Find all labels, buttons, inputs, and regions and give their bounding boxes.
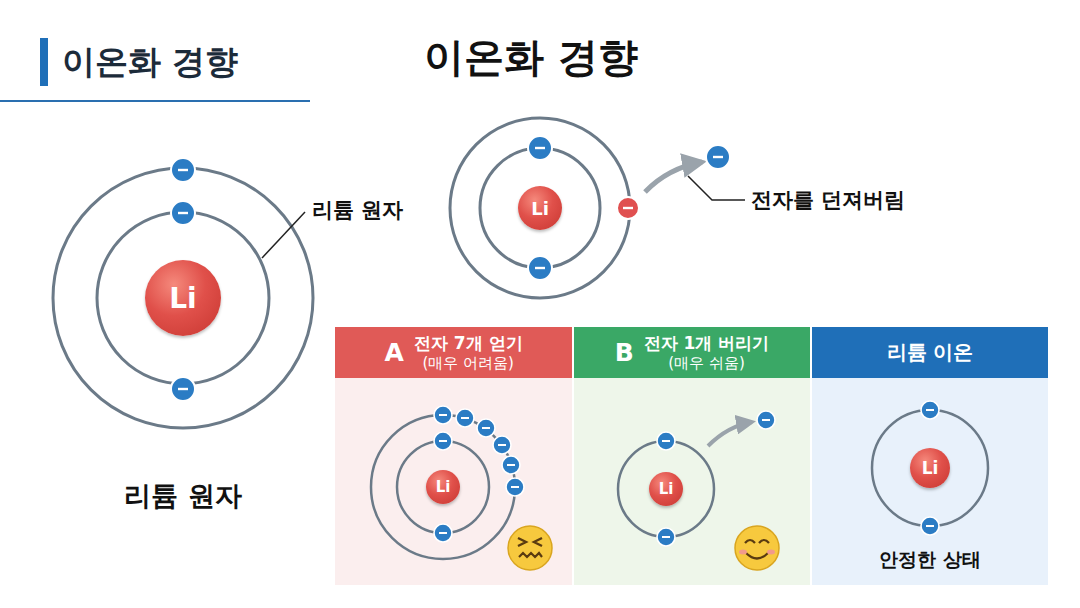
nucleus-circle: Li (910, 448, 950, 488)
option-note: (매우 쉬움) (644, 354, 770, 373)
atom-gaining (371, 406, 524, 559)
option-title: 전자 7개 얻기 (414, 333, 523, 354)
element-symbol: Li (922, 458, 939, 478)
panel-header: A 전자 7개 얻기(매우 어려움) (335, 327, 572, 378)
header-title: 이온화 경향 (62, 40, 239, 85)
panel-ground (812, 378, 1048, 585)
nucleus-circle: Li (426, 470, 460, 504)
leader-line (262, 212, 305, 258)
header-bar (40, 38, 48, 86)
ionizing-atom (450, 118, 730, 298)
nucleus-circle: Li (649, 472, 683, 506)
option-letter: B (615, 338, 634, 367)
header-lines: 전자 7개 얻기(매우 어려움) (414, 333, 523, 373)
frown-face (508, 526, 552, 570)
nucleus-circle: Li (145, 260, 221, 336)
atom-caption: 리튬 원자 (124, 478, 241, 514)
option-title: 전자 1개 버리기 (644, 333, 770, 354)
state-caption: 안정한 상태 (879, 547, 981, 573)
callout-label: 전자를 던져버림 (751, 186, 905, 214)
element-symbol: Li (169, 282, 196, 315)
header-lines: 전자 1개 버리기(매우 쉬움) (644, 333, 770, 373)
panel-ground (335, 378, 572, 585)
callout-label: 리튬 원자 (312, 196, 403, 224)
element-symbol: Li (436, 478, 451, 496)
lithium-atom (53, 158, 313, 428)
panel-ground (574, 378, 810, 585)
nucleus-circle: Li (518, 186, 562, 230)
option-panel: A 전자 7개 얻기(매우 어려움) Li (335, 327, 572, 585)
option-letter: A (384, 338, 403, 367)
panel-title: 리튬 이온 (887, 339, 974, 366)
option-panel: 리튬 이온안정한 상태 Li (812, 327, 1048, 585)
header-rule (0, 100, 310, 102)
option-note: (매우 어려움) (414, 354, 523, 373)
panel-header: B 전자 1개 버리기(매우 쉬움) (574, 327, 810, 378)
leader-line (688, 176, 745, 200)
smile-face (735, 526, 779, 570)
element-symbol: Li (531, 198, 549, 219)
lithium-ion (872, 401, 988, 535)
element-symbol: Li (659, 480, 674, 498)
panel-header: 리튬 이온 (812, 327, 1048, 378)
option-panel: B 전자 1개 버리기(매우 쉬움) Li (574, 327, 810, 585)
atom-losing (618, 411, 775, 546)
page-title: 이온화 경향 (424, 30, 638, 85)
